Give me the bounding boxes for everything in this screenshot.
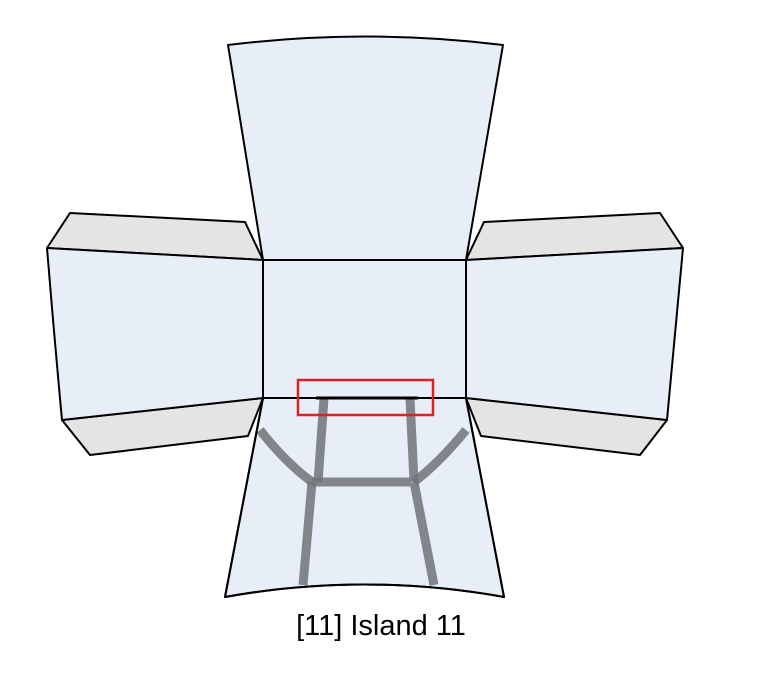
top-face (227, 35, 504, 261)
fold-line (61, 397, 264, 421)
texture-stroke (313, 397, 329, 483)
right-face (465, 247, 684, 421)
fold-line (465, 247, 684, 261)
selection-highlight-box (296, 378, 435, 417)
texture-pattern (256, 397, 470, 586)
fold-line (46, 247, 264, 261)
texture-stroke (411, 427, 470, 486)
center-face (262, 259, 467, 399)
island-caption: [11] Island 11 (296, 610, 466, 642)
fold-line (465, 397, 668, 421)
texture-stroke (256, 427, 315, 486)
texture-stroke (409, 481, 439, 586)
left-face (46, 247, 264, 421)
texture-stroke (298, 481, 317, 586)
bottom-face-outline (224, 397, 505, 598)
texture-stroke (405, 397, 419, 483)
